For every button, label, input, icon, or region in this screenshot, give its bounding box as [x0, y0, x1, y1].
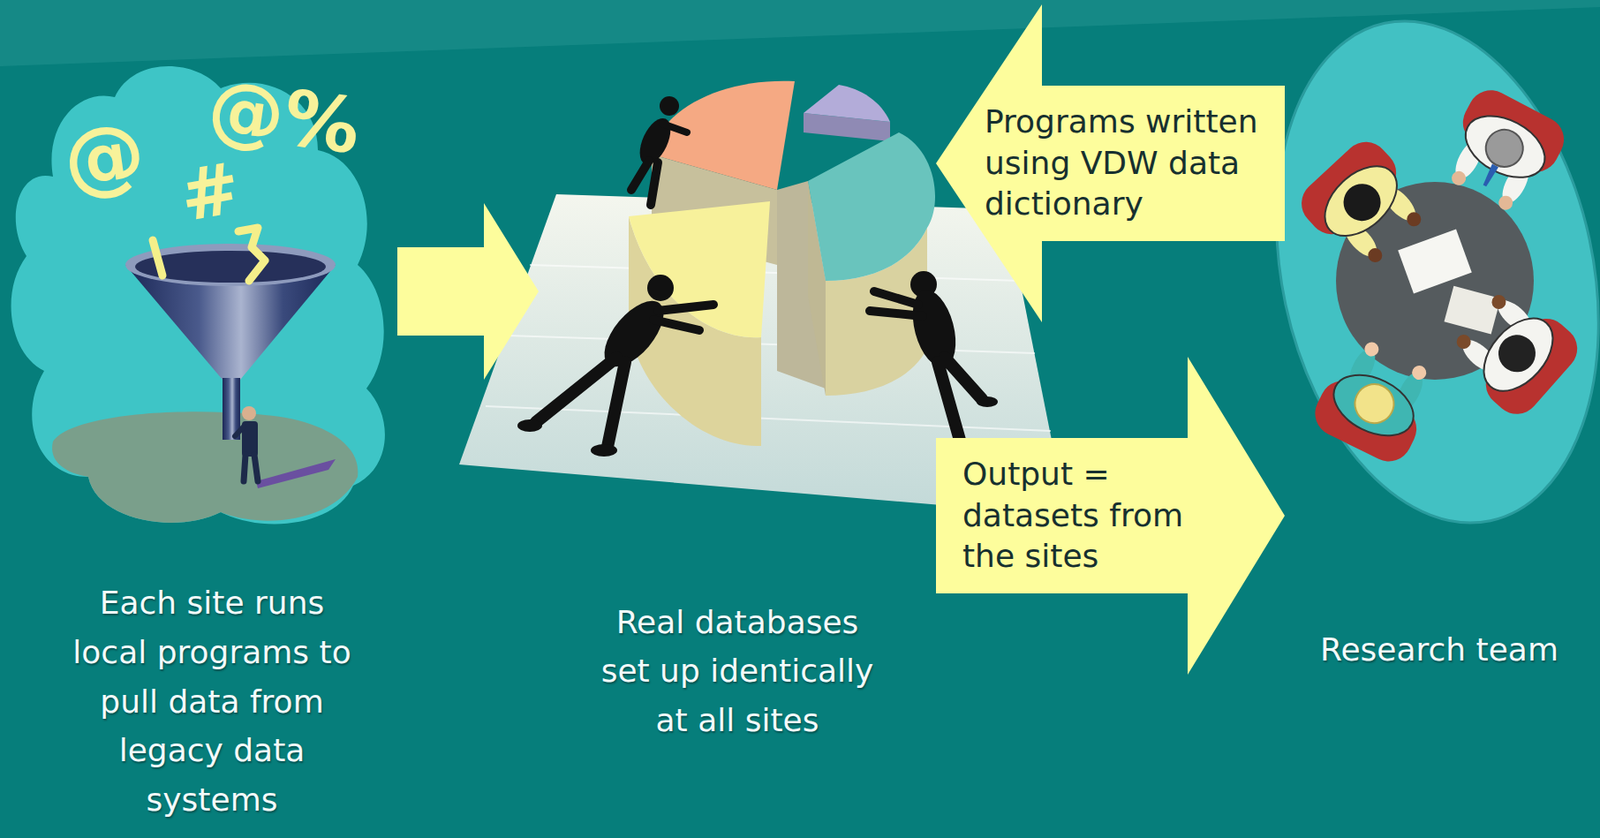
pushing-figure [647, 274, 674, 302]
team-table [1397, 229, 1472, 295]
flow-arrow [397, 203, 539, 380]
team-member [1433, 82, 1573, 221]
worker-figure [243, 454, 258, 482]
pushing-figure [662, 123, 687, 133]
team-member [1348, 377, 1401, 431]
team-table [1443, 286, 1501, 335]
pushing-figure [631, 96, 687, 205]
step-caption: Research team [1306, 625, 1572, 675]
falling-symbol [238, 227, 265, 281]
pushing-figure [869, 271, 998, 453]
team-member [1410, 362, 1429, 382]
arrow-label: Output = datasets from the sites [962, 453, 1206, 578]
team-member [1455, 103, 1555, 190]
team-member [1490, 327, 1543, 380]
step-caption: Each site runs local programs to pull da… [61, 578, 363, 825]
pushing-figure [535, 357, 626, 447]
worker-figure [241, 406, 257, 421]
pushing-figure [659, 96, 680, 116]
pie-chart [807, 132, 936, 281]
worker-figure [256, 459, 336, 489]
database-floor [485, 264, 1051, 431]
team-table [1232, 0, 1600, 553]
pie-chart [651, 81, 795, 190]
team-member [1488, 292, 1510, 313]
falling-symbol [152, 227, 265, 281]
pushing-figure [590, 444, 618, 457]
output-arrow [935, 356, 1285, 675]
team-member [1453, 332, 1474, 353]
cloud [11, 66, 385, 525]
team-member [1479, 123, 1530, 174]
team-member [1335, 175, 1389, 228]
research-team: Research team [1284, 17, 1594, 680]
team-member [1291, 132, 1437, 278]
worker-figure [234, 426, 244, 437]
pushing-figure [653, 304, 714, 331]
cloud [11, 66, 385, 525]
pie-chart [628, 201, 770, 338]
team-table [1232, 0, 1600, 553]
team-member [1365, 245, 1386, 266]
falling-symbol: @ [58, 111, 151, 204]
funnel [125, 243, 336, 440]
pushing-figure [517, 274, 714, 457]
team-member [1481, 164, 1499, 189]
pushing-figure [517, 419, 543, 432]
pushing-figure [631, 160, 658, 205]
worker-figure [234, 406, 336, 489]
pushing-figure [937, 357, 982, 444]
pushing-figure [869, 291, 923, 317]
pie-chart [628, 81, 936, 446]
team-member [1441, 279, 1587, 424]
database-step: Real databases set up identically at all… [538, 52, 936, 751]
team-member [1495, 193, 1516, 213]
team-member [1362, 339, 1382, 359]
arrow-label: Programs written using VDW data dictiona… [984, 101, 1281, 226]
falling-symbol: @% [203, 67, 365, 165]
falling-symbol [152, 240, 163, 276]
team-member [1470, 305, 1567, 405]
step-caption: Real databases set up identically at all… [591, 597, 884, 746]
team-member [1449, 168, 1469, 189]
team-member [1307, 332, 1445, 469]
program-arrow [935, 4, 1285, 323]
team-member [1312, 152, 1411, 250]
pushing-figure [976, 396, 998, 408]
team-member [1323, 362, 1424, 448]
falling-symbol: # [174, 152, 246, 233]
pie-chart [803, 84, 891, 122]
cloud [52, 411, 358, 523]
team-member [1403, 209, 1425, 230]
